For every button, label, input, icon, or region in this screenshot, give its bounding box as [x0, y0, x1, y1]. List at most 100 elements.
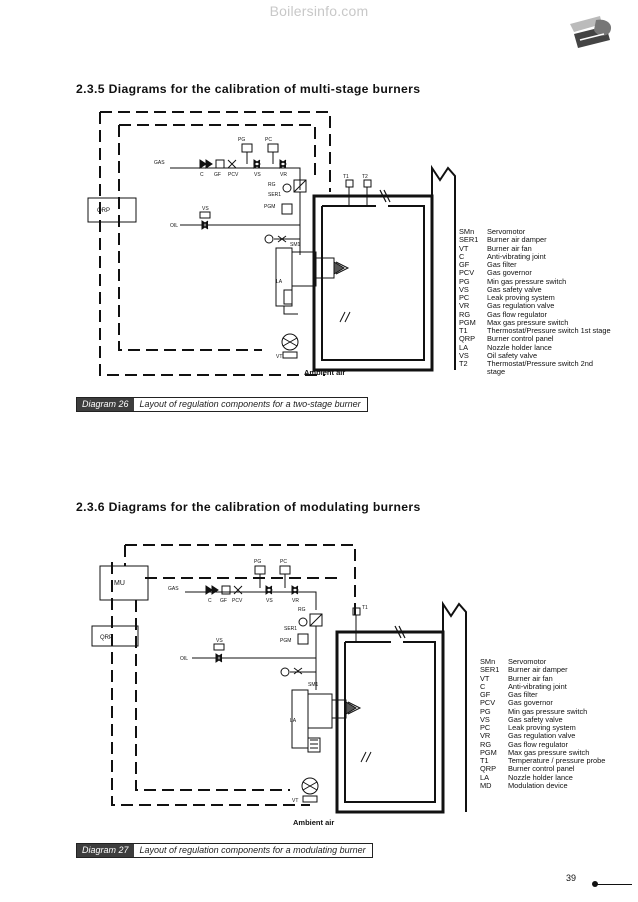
legend-code: RG	[459, 309, 471, 319]
legend-code: QRP	[480, 764, 497, 774]
watermark: Boilersinfo.com	[269, 3, 369, 19]
label-t1-2: T1	[362, 605, 368, 611]
label-pg: PG	[238, 137, 245, 143]
legend-code: SMn	[480, 657, 496, 666]
caption-text: Layout of regulation components for a tw…	[139, 399, 361, 409]
legend-description: Temperature / pressure probe	[508, 756, 606, 765]
legend-description: Gas flow regulator	[508, 739, 568, 749]
label-gf: GF	[214, 172, 221, 178]
legend-code: SMn	[459, 227, 475, 236]
label-vs-oil-2: VS	[216, 638, 223, 644]
legend-code: VT	[459, 243, 469, 253]
legend-code: PCV	[459, 268, 475, 278]
legend-description: Min gas pressure switch	[487, 276, 567, 286]
legend-description: Max gas pressure switch	[508, 747, 590, 757]
label-ser1: SER1	[268, 192, 281, 198]
label-pgm-2: PGM	[280, 638, 291, 644]
legend-row: VT Burner air fan	[459, 243, 613, 253]
label-pc: PC	[265, 137, 272, 143]
caption-number: Diagram 26	[77, 398, 134, 411]
legend-description: Gas safety valve	[487, 284, 542, 294]
legend-description: Burner control panel	[487, 334, 554, 344]
legend-code: VS	[459, 284, 469, 294]
legend-code: PGM	[480, 747, 497, 757]
diagram-caption-26: Diagram 26 Layout of regulation componen…	[76, 397, 368, 412]
label-vr: VR	[280, 172, 287, 178]
legend-description: Nozzle holder lance	[508, 772, 573, 782]
label-pcv-2: PCV	[232, 598, 243, 604]
legend-row: T2 Thermostat/Pressure switch 2nd stage	[459, 359, 613, 377]
legend-row: VS Gas safety valve	[459, 284, 613, 294]
caption-text: Layout of regulation components for a mo…	[139, 845, 366, 855]
page-dot-icon	[592, 881, 598, 887]
legend-row: QRP Burner control panel	[459, 334, 613, 344]
legend-code: VS	[459, 350, 469, 360]
legend-row: QRP Burner control panel	[480, 764, 634, 774]
label-oil: OIL	[170, 223, 178, 229]
legend-row: VR Gas regulation valve	[459, 301, 613, 311]
section-title-multistage: 2.3.5 Diagrams for the calibration of mu…	[76, 82, 421, 96]
legend-code: RG	[480, 739, 492, 749]
label-qrp: QRP	[97, 208, 110, 214]
legend-description: Thermostat/Pressure switch 1st stage	[487, 326, 611, 335]
legend-code: GF	[480, 690, 491, 699]
label-vt-2: VT	[292, 798, 298, 804]
legend-code: PG	[459, 276, 470, 286]
legend-description: Max gas pressure switch	[487, 317, 569, 327]
legend-row: RG Gas flow regulator	[480, 739, 634, 749]
label-mu: MU	[114, 580, 125, 587]
label-c-2: C	[208, 598, 212, 604]
legend-description: Leak proving system	[487, 293, 555, 302]
legend-code: PCV	[480, 698, 496, 708]
legend-description: Gas filter	[487, 260, 517, 269]
legend-description: Thermostat/Pressure switch 2nd stage	[487, 359, 593, 377]
label-c: C	[200, 172, 204, 178]
legend-description: Burner control panel	[508, 764, 575, 774]
label-ser1-2: SER1	[284, 626, 297, 632]
legend-description: Gas governor	[487, 268, 532, 278]
legend-code: PGM	[459, 317, 476, 327]
label-pcv: PCV	[228, 172, 239, 178]
legend-row: PCV Gas governor	[459, 268, 613, 278]
legend-description: Gas regulation valve	[487, 301, 555, 311]
legend-row: PG Min gas pressure switch	[459, 276, 613, 286]
legend-code: SER1	[459, 235, 479, 245]
page-rule	[594, 884, 632, 885]
label-t1: T1	[343, 174, 349, 180]
legend-description: Burner air fan	[487, 243, 532, 253]
legend-row: PGM Max gas pressure switch	[459, 317, 613, 327]
label-gas-2: GAS	[168, 586, 179, 592]
legend-code: QRP	[459, 334, 476, 344]
legend-code: SER1	[480, 665, 500, 675]
legend-code: VR	[459, 301, 470, 311]
legend-row: VS Oil safety valve	[459, 350, 613, 360]
legend-description: Oil safety valve	[487, 350, 538, 360]
label-oil-2: OIL	[180, 656, 188, 662]
legend-row: PGM Max gas pressure switch	[480, 747, 634, 757]
label-pg-2: PG	[254, 559, 261, 565]
label-la-2: LA	[290, 718, 297, 724]
legend-code: MD	[480, 780, 492, 790]
legend-code: T2	[459, 359, 468, 368]
label-gf-2: GF	[220, 598, 227, 604]
legend-description: Burner air fan	[508, 673, 553, 683]
label-t2: T2	[362, 174, 368, 180]
